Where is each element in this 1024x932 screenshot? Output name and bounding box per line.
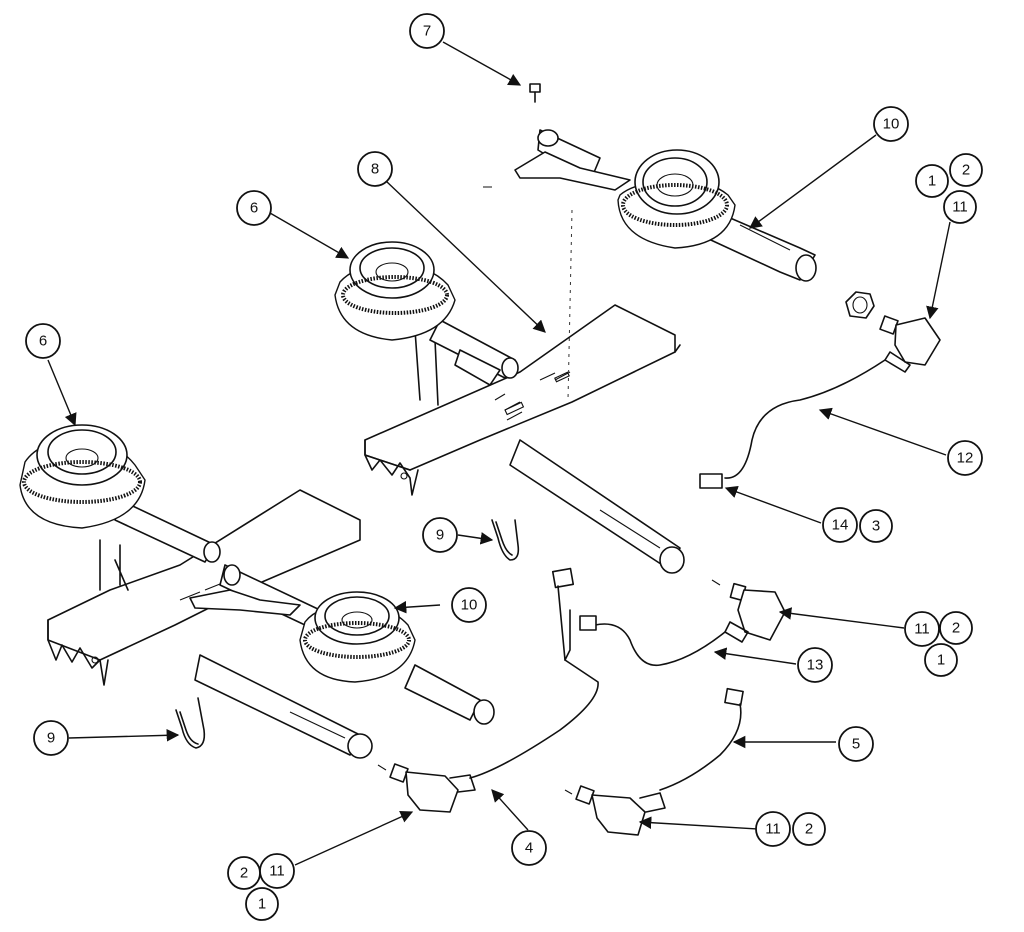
callout-13: 13	[797, 647, 833, 683]
callout-9-lower-label: 9	[47, 730, 55, 747]
callout-4-label: 4	[525, 840, 533, 857]
callout-11-2-1-label-1: 11	[914, 621, 930, 638]
callout-11-2-label-2: 2	[805, 821, 813, 838]
callout-10-upper-label: 10	[883, 116, 900, 133]
callout-2-11-1-label-1: 2	[240, 865, 248, 882]
valve-front-right	[575, 687, 744, 836]
callout-7-label: 7	[423, 23, 431, 40]
callout-10-lower: 10	[451, 587, 487, 623]
callout-14-3: 14 3	[822, 507, 893, 543]
screw	[529, 83, 541, 103]
callout-1-2-11-label-1: 1	[928, 173, 936, 190]
callout-11-2-label-1: 11	[765, 821, 781, 838]
callout-12: 12	[947, 440, 983, 476]
callout-1-2-11-label-2: 2	[962, 162, 970, 179]
callout-2-11-1-label-3: 1	[258, 896, 266, 913]
callout-8: 8	[357, 151, 393, 187]
callout-1-2-11-label-3: 11	[952, 199, 968, 216]
callout-12-label: 12	[957, 450, 974, 467]
callout-10-upper: 10	[873, 106, 909, 142]
clip-lower	[175, 697, 206, 749]
callout-9-lower: 9	[33, 720, 69, 756]
leader-lines	[47, 41, 951, 866]
callout-2-11-1-label-2: 11	[269, 863, 285, 880]
callout-7: 7	[409, 13, 445, 49]
callout-11-2-1-label-2: 2	[952, 620, 960, 637]
callout-8-label: 8	[371, 161, 379, 178]
burner-back-right	[514, 129, 817, 282]
burner-front-center	[189, 564, 495, 759]
burner-middle-left	[334, 241, 685, 574]
burner-bracket-right	[364, 209, 681, 496]
callout-9-upper-label: 9	[436, 527, 444, 544]
callout-10-lower-label: 10	[461, 597, 478, 614]
burner-bracket-left	[47, 329, 439, 686]
callout-5-label: 5	[852, 736, 860, 753]
valve-top-right	[699, 291, 941, 489]
callout-11-2-1-label-3: 1	[937, 652, 945, 669]
callout-11-2: 11 2	[755, 811, 826, 847]
clip-upper	[491, 519, 520, 561]
callout-11-2-1: 11 2 1	[904, 611, 973, 677]
callout-14-3-label-2: 3	[872, 518, 880, 535]
burner-front-left	[19, 424, 221, 563]
callout-6-lower-label: 6	[39, 333, 47, 350]
callout-5: 5	[838, 726, 874, 762]
callout-13-label: 13	[807, 657, 824, 674]
callout-1-2-11: 1 2 11	[915, 153, 983, 224]
callout-2-11-1: 2 11 1	[227, 853, 295, 921]
callout-14-3-label-1: 14	[832, 517, 849, 534]
callout-4: 4	[511, 830, 547, 866]
valve-front-left	[389, 567, 599, 813]
valve-middle-right	[564, 582, 786, 667]
callout-9-upper: 9	[422, 517, 458, 553]
callout-6-lower: 6	[25, 323, 61, 359]
callout-6-upper-label: 6	[250, 200, 258, 217]
callout-6-upper: 6	[236, 190, 272, 226]
